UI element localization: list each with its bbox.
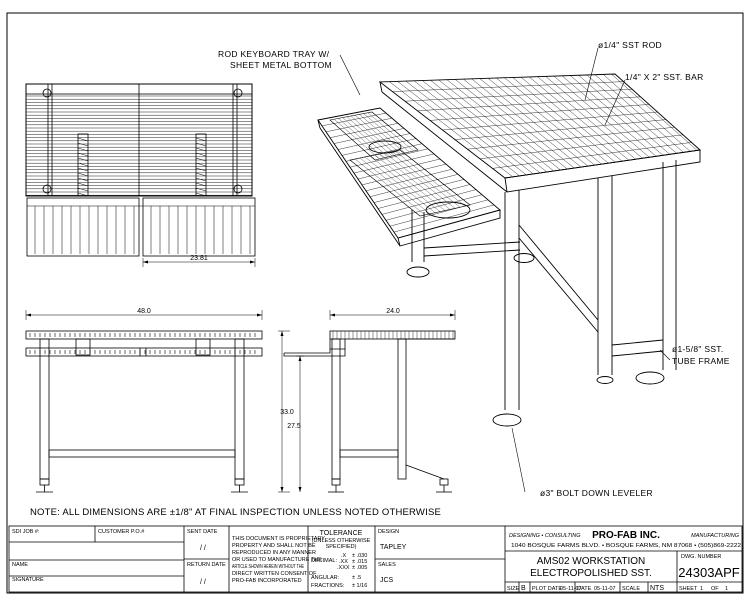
tb-tolerance-title: TOLERANCE bbox=[320, 530, 363, 537]
callout-leaders bbox=[339, 47, 671, 493]
tb-dwg-number: 24303APF bbox=[678, 565, 739, 580]
tb-job-label: SDI JOB #: bbox=[12, 529, 40, 535]
tb-sent-date-label: SENT DATE bbox=[187, 529, 218, 535]
callout-tube-frame: ø1-5/8" SST. bbox=[672, 344, 724, 354]
tb-sheet-value: 1 bbox=[700, 586, 703, 592]
isometric-view bbox=[317, 73, 702, 427]
callout-sst-rod: ø1/4" SST ROD bbox=[598, 40, 662, 50]
front-elevation bbox=[25, 310, 263, 493]
tb-return-date-value: / / bbox=[200, 579, 206, 586]
tb-sales-label: SALES bbox=[378, 562, 396, 568]
tb-dwg-number-label: DWG. NUMBER bbox=[681, 554, 721, 560]
tb-proprietary-line-2: PROPERTY AND SHALL NOT BE bbox=[232, 543, 316, 549]
callout-bolt-down-leveler: ø3" BOLT DOWN LEVELER bbox=[540, 488, 653, 498]
dim-tray-height: 27.5 bbox=[287, 423, 301, 430]
side-elevation bbox=[283, 310, 456, 493]
tb-tolerance-sub2: SPECIFIED) bbox=[326, 544, 357, 550]
tb-dec-x: .X bbox=[341, 553, 347, 559]
sheet-border bbox=[6, 12, 744, 594]
tb-address: 1040 BOSQUE FARMS BLVD. • BOSQUE FARMS, … bbox=[511, 543, 741, 549]
plan-view bbox=[25, 83, 256, 267]
tb-drawing-title-1: AMS02 WORKSTATION bbox=[537, 556, 646, 567]
tb-dec-xx-val: ± .015 bbox=[352, 559, 367, 565]
tb-sheet-label: SHEET bbox=[679, 586, 698, 592]
tb-proprietary-line-6: DIRECT WRITTEN CONSENT OF bbox=[232, 571, 317, 577]
tb-size-label: SIZE bbox=[507, 586, 520, 592]
tb-angular-label: ANGULAR: bbox=[311, 575, 340, 581]
tb-dec-x-val: ± .030 bbox=[352, 553, 367, 559]
tb-of-value: 1 bbox=[725, 586, 728, 592]
tb-dec-xxx-val: ± .005 bbox=[352, 565, 367, 571]
tb-fractions-val: ± 1/16 bbox=[352, 583, 367, 589]
tb-size-value: B bbox=[521, 585, 526, 592]
dim-plan-width: 23.81 bbox=[190, 255, 208, 262]
tb-tolerance-sub1: (UNLESS OTHERWISE bbox=[312, 538, 371, 544]
tb-sales-value: JCS bbox=[380, 577, 394, 584]
general-note: NOTE: ALL DIMENSIONS ARE ±1/8" AT FINAL … bbox=[30, 507, 441, 518]
tb-manufacturing: MANUFACTURING bbox=[691, 533, 740, 539]
tb-dec-xx: .XX bbox=[339, 559, 348, 565]
tb-dec-xxx: .XXX bbox=[337, 565, 350, 571]
tb-customer-po-label: CUSTOMER P.O.# bbox=[98, 529, 145, 535]
dim-overall-height: 33.0 bbox=[280, 409, 294, 416]
tb-date-label: DATE bbox=[577, 586, 592, 592]
tb-sent-date-value: / / bbox=[200, 545, 206, 552]
tb-scale-label: SCALE bbox=[622, 586, 640, 592]
tb-proprietary-line-4: OR USED TO MANUFACTURE THE bbox=[232, 557, 322, 563]
tb-plot-date-label: PLOT DATE bbox=[532, 586, 562, 592]
tb-design-value: TAPLEY bbox=[380, 544, 407, 551]
tb-plot-date: 05-11-07 bbox=[560, 586, 582, 592]
tb-designing-consulting: DESIGNING • CONSULTING bbox=[509, 533, 581, 539]
tb-of-label: OF bbox=[711, 586, 719, 592]
dim-side-depth: 24.0 bbox=[386, 308, 400, 315]
callout-sst-bar: 1/4" X 2" SST. BAR bbox=[625, 72, 704, 82]
tb-angular-val: ± .5 bbox=[352, 575, 361, 581]
title-block bbox=[8, 525, 743, 593]
tb-name-label: NAME bbox=[12, 562, 28, 568]
tb-scale-value: NTS bbox=[650, 585, 664, 592]
callout-tube-frame-2: TUBE FRAME bbox=[672, 356, 730, 366]
tb-signature-label: SIGNATURE bbox=[12, 577, 44, 583]
tb-proprietary-line-3: REPRODUCED IN ANY MANNER bbox=[232, 550, 316, 556]
tb-date-value: 05-11-07 bbox=[594, 586, 616, 592]
tb-proprietary-line-7: PRO-FAB INCORPORATED bbox=[232, 578, 302, 584]
tb-fractions-label: FRACTIONS: bbox=[311, 583, 345, 589]
tb-company-name: PRO-FAB INC. bbox=[592, 530, 660, 541]
tb-proprietary-line-5: ARTICLE SHOWN HEREIN WITHOUT THE bbox=[232, 564, 304, 570]
tb-decimal-label: DECIMAL: bbox=[311, 558, 337, 564]
tb-proprietary-line-1: THIS DOCUMENT IS PROPRIETARY bbox=[232, 536, 325, 542]
dim-front-width: 48.0 bbox=[137, 308, 151, 315]
tb-return-date-label: RETURN DATE bbox=[187, 562, 226, 568]
tb-drawing-title-2: ELECTROPOLISHED SST. bbox=[530, 568, 652, 579]
callout-rod-keyboard-tray-2: SHEET METAL BOTTOM bbox=[230, 60, 332, 70]
callout-rod-keyboard-tray: ROD KEYBOARD TRAY W/ bbox=[218, 49, 330, 59]
tb-design-label: DESIGN bbox=[378, 529, 399, 535]
